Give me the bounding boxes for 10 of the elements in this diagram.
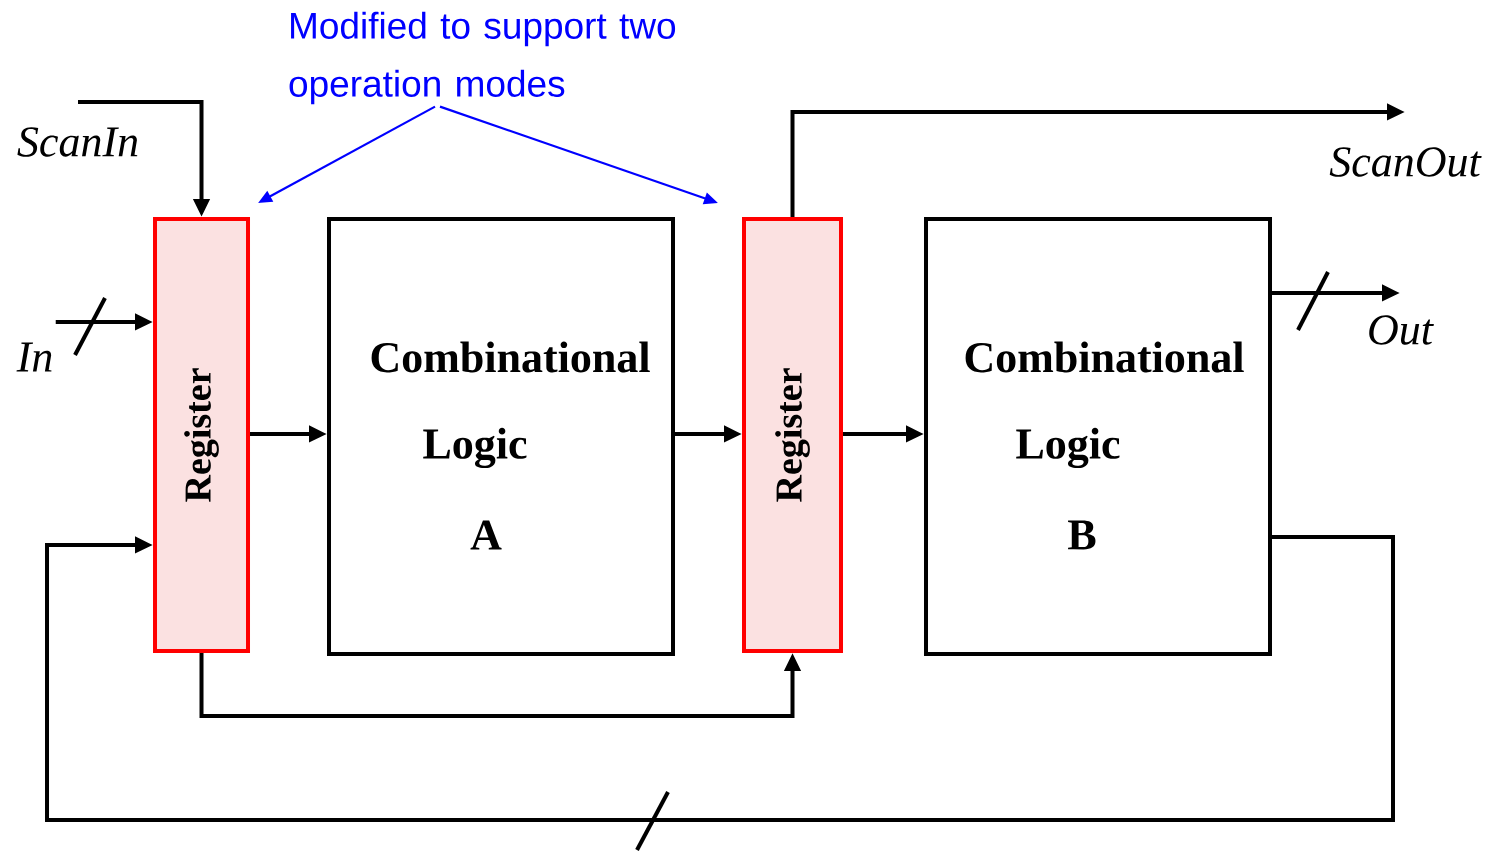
logic-box: Combinational Logic B (924, 217, 1272, 656)
signal-label: ScanIn (17, 127, 138, 157)
register-box: Register (742, 217, 843, 653)
signal-label: Out (1369, 315, 1434, 345)
signal-label: In (16, 342, 52, 372)
register-box: Register (153, 217, 250, 653)
logic-box: Combinational Logic A (327, 217, 675, 656)
annotation-text: Modified to support two operation modes (289, 11, 676, 105)
signal-label: ScanOut (1329, 147, 1482, 177)
arrow (45, 535, 1395, 822)
